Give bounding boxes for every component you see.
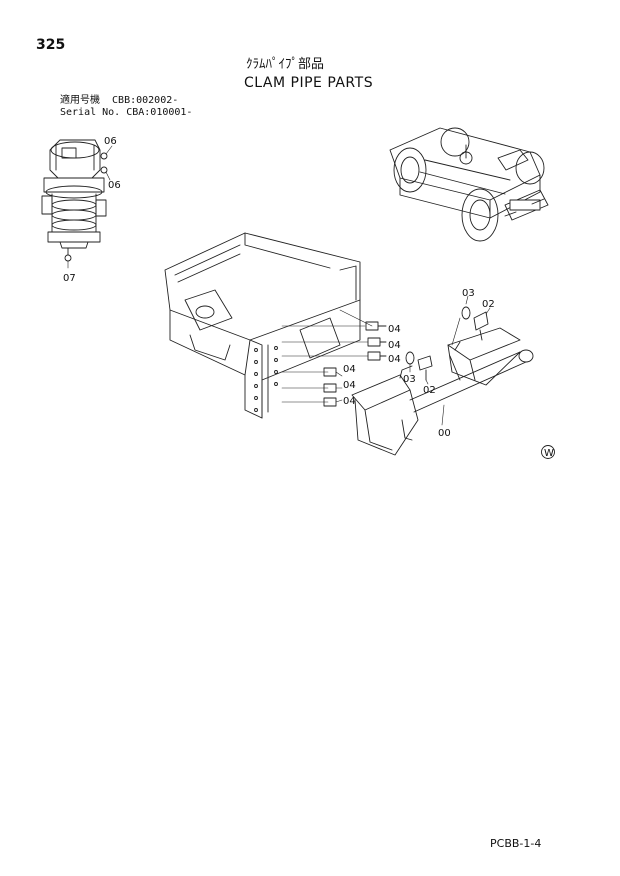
- callout-03-lower: 03: [403, 374, 416, 385]
- track-frame-illustration: [164, 232, 361, 419]
- callout-02-upper: 02: [482, 299, 495, 310]
- title-english: CLAM PIPE PARTS: [244, 75, 374, 91]
- callout-00: 00: [438, 428, 451, 439]
- callout-06-a: 06: [104, 136, 117, 147]
- undercarriage-overview-illustration: [389, 127, 549, 242]
- applicability-line-1: 適用号機 CBB:002002-: [60, 95, 179, 106]
- washer-bolt-upper: [451, 295, 491, 346]
- swivel-joint-illustration: [41, 139, 108, 262]
- w-symbol-circle: [541, 445, 555, 459]
- callout-07: 07: [63, 273, 76, 284]
- swivel-callout-lines: [67, 145, 113, 269]
- w-symbol-text: W: [544, 448, 554, 459]
- callout-04-d: 04: [343, 364, 356, 375]
- callout-04-b: 04: [388, 340, 401, 351]
- clam-pipe-guard-illustration: [351, 327, 534, 456]
- bolts-04: [323, 321, 387, 407]
- assembly-lines: [281, 309, 373, 403]
- title-japanese: ｸﾗﾑﾊﾟｲﾌﾟ部品: [246, 57, 325, 72]
- callout-04-e: 04: [343, 380, 356, 391]
- washer-bolt-lower: [405, 351, 433, 385]
- callout-04-a: 04: [388, 324, 401, 335]
- callout-06-b: 06: [108, 180, 121, 191]
- applicability-line-2: Serial No. CBA:010001-: [60, 107, 193, 118]
- page-number: 325: [36, 37, 66, 53]
- callout-02-lower: 02: [423, 385, 436, 396]
- page-code: PCBB-1-4: [490, 837, 542, 850]
- callout-03-upper: 03: [462, 288, 475, 299]
- callout-04-c: 04: [388, 354, 401, 365]
- callout-04-f: 04: [343, 396, 356, 407]
- callout-00-leader: [441, 404, 445, 426]
